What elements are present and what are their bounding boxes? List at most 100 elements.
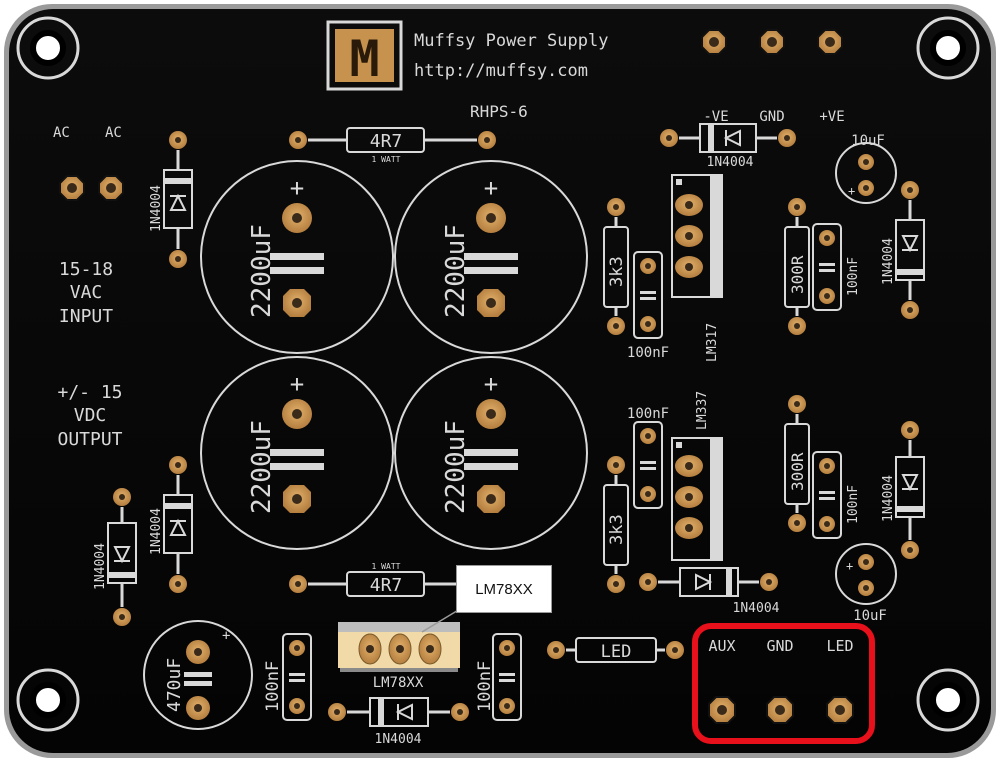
plus-mark: + [846,559,853,573]
board-title: Muffsy Power Supply [414,31,608,51]
capacitor-470uf: + 470uF [143,620,253,730]
callout-text: LM78XX [475,580,533,598]
input-label-line2: VAC [70,282,103,303]
diode-label: 1N4004 [881,238,896,285]
output-label-gnd: GND [759,109,784,125]
ac-label-1: AC [53,125,70,141]
cap-value-2: 2200uF [441,224,471,318]
cap-value-3: 2200uF [247,420,277,514]
aux-led-terminal [826,696,854,724]
regulator-label: LM317 [705,323,720,362]
ac-terminal-1 [59,175,85,201]
capacitor-100nf-5: 100nF [263,633,312,721]
plus-mark: + [484,174,498,202]
cap-value: 100nF [627,345,669,361]
cap-value: 10uF [851,133,885,149]
logo-letter: M [349,30,379,88]
muffsy-logo: M [326,20,403,91]
led-resistor: LED [547,637,684,663]
plus-mark: + [222,628,230,644]
output-terminal-gnd [759,29,785,55]
lm78xx-callout: LM78XX [456,565,552,613]
resistor-value: 3k3 [607,256,627,287]
diode-label: 1N4004 [149,508,164,555]
mounting-hole-br [916,668,980,732]
diode-bottom: 1N4004 [328,697,469,747]
diode-left-mid: 1N4004 [149,456,193,593]
capacitor-2200uf-1: + 2200uF [200,160,394,354]
input-label-line1: 15-18 [59,259,113,280]
diode-label: 1N4004 [707,155,754,170]
resistor-value: 300R [788,452,807,491]
output-label-line2: VDC [74,405,107,426]
diode-top: 1N4004 [660,123,796,170]
plus-mark: + [290,174,304,202]
output-label-neg: -VE [703,109,728,125]
regulator-lm78xx: LM78XX [338,602,471,691]
led-resistor-label: LED [601,642,632,662]
aux-led-label: LED [826,637,853,655]
cap-value: 100nF [263,661,283,712]
capacitor-100nf-6: 100nF [475,633,522,721]
regulator-label: LM337 [695,391,710,430]
cap-value-1: 2200uF [247,224,277,318]
cap-value-4: 2200uF [441,420,471,514]
output-label-line1: +/- 15 [57,382,122,403]
resistor-300r-bottom: 300R [784,395,810,532]
resistor-value: 4R7 [370,575,403,596]
diode-left-top: 1N4004 [149,131,193,268]
diode-left-bot: 1N4004 [93,488,137,626]
input-label-line3: INPUT [59,306,113,327]
board-surface [9,9,991,753]
resistor-4r7-top: 4R7 1 WATT [289,127,496,164]
resistor-value: 3k3 [607,514,627,545]
resistor-note: 1 WATT [372,562,401,571]
capacitor-100nf-1: 100nF [627,251,669,361]
regulator-label: LM78XX [373,675,424,691]
diode-label: 1N4004 [733,601,780,616]
board-model: RHPS-6 [470,102,528,121]
capacitor-100nf-2: 100nF [812,223,861,311]
regulator-lm337: LM337 [671,391,723,561]
cap-value: 100nF [475,661,495,712]
resistor-note: 1 WATT [372,155,401,164]
mounting-hole-tr [916,16,980,80]
capacitor-100nf-4: 100nF [812,451,861,539]
cap-value: 470uF [164,658,185,712]
capacitor-10uf-top: + 10uF [835,133,897,204]
resistor-300r-top: 300R [784,198,810,335]
diode-label: 1N4004 [93,543,108,590]
output-label-line3: OUTPUT [57,429,122,450]
mounting-hole-bl [16,668,80,732]
capacitor-100nf-3: 100nF [627,406,669,509]
cap-value: 10uF [853,608,887,624]
capacitor-2200uf-4: + 2200uF [394,356,588,550]
aux-gnd-label: GND [766,637,793,655]
cap-value: 100nF [846,257,861,296]
ac-terminal-2 [98,175,124,201]
resistor-3k3-bottom: 3k3 [603,456,629,593]
diode-label: 1N4004 [375,732,422,747]
capacitor-2200uf-3: + 2200uF [200,356,394,550]
aux-highlight-box [692,623,875,744]
resistor-value: 4R7 [370,131,403,152]
output-terminal-pos [817,29,843,55]
diode-middle: 1N4004 [639,567,780,616]
resistor-3k3-top: 3k3 [603,198,629,335]
regulator-lm317: LM317 [671,174,723,362]
resistor-value: 300R [788,255,807,294]
diode-label: 1N4004 [149,185,164,232]
output-terminal-neg [701,29,727,55]
diode-right-top: 1N4004 [881,181,925,319]
plus-mark: + [484,370,498,398]
mounting-hole-tl [16,16,80,80]
aux-gnd-terminal [766,696,794,724]
plus-mark: + [290,370,304,398]
capacitor-2200uf-2: + 2200uF [394,160,588,354]
cap-value: 100nF [846,485,861,524]
plus-mark: + [848,184,855,198]
capacitor-10uf-bottom: + 10uF [835,543,897,624]
board-url: http://muffsy.com [414,61,588,81]
cap-value: 100nF [627,406,669,422]
